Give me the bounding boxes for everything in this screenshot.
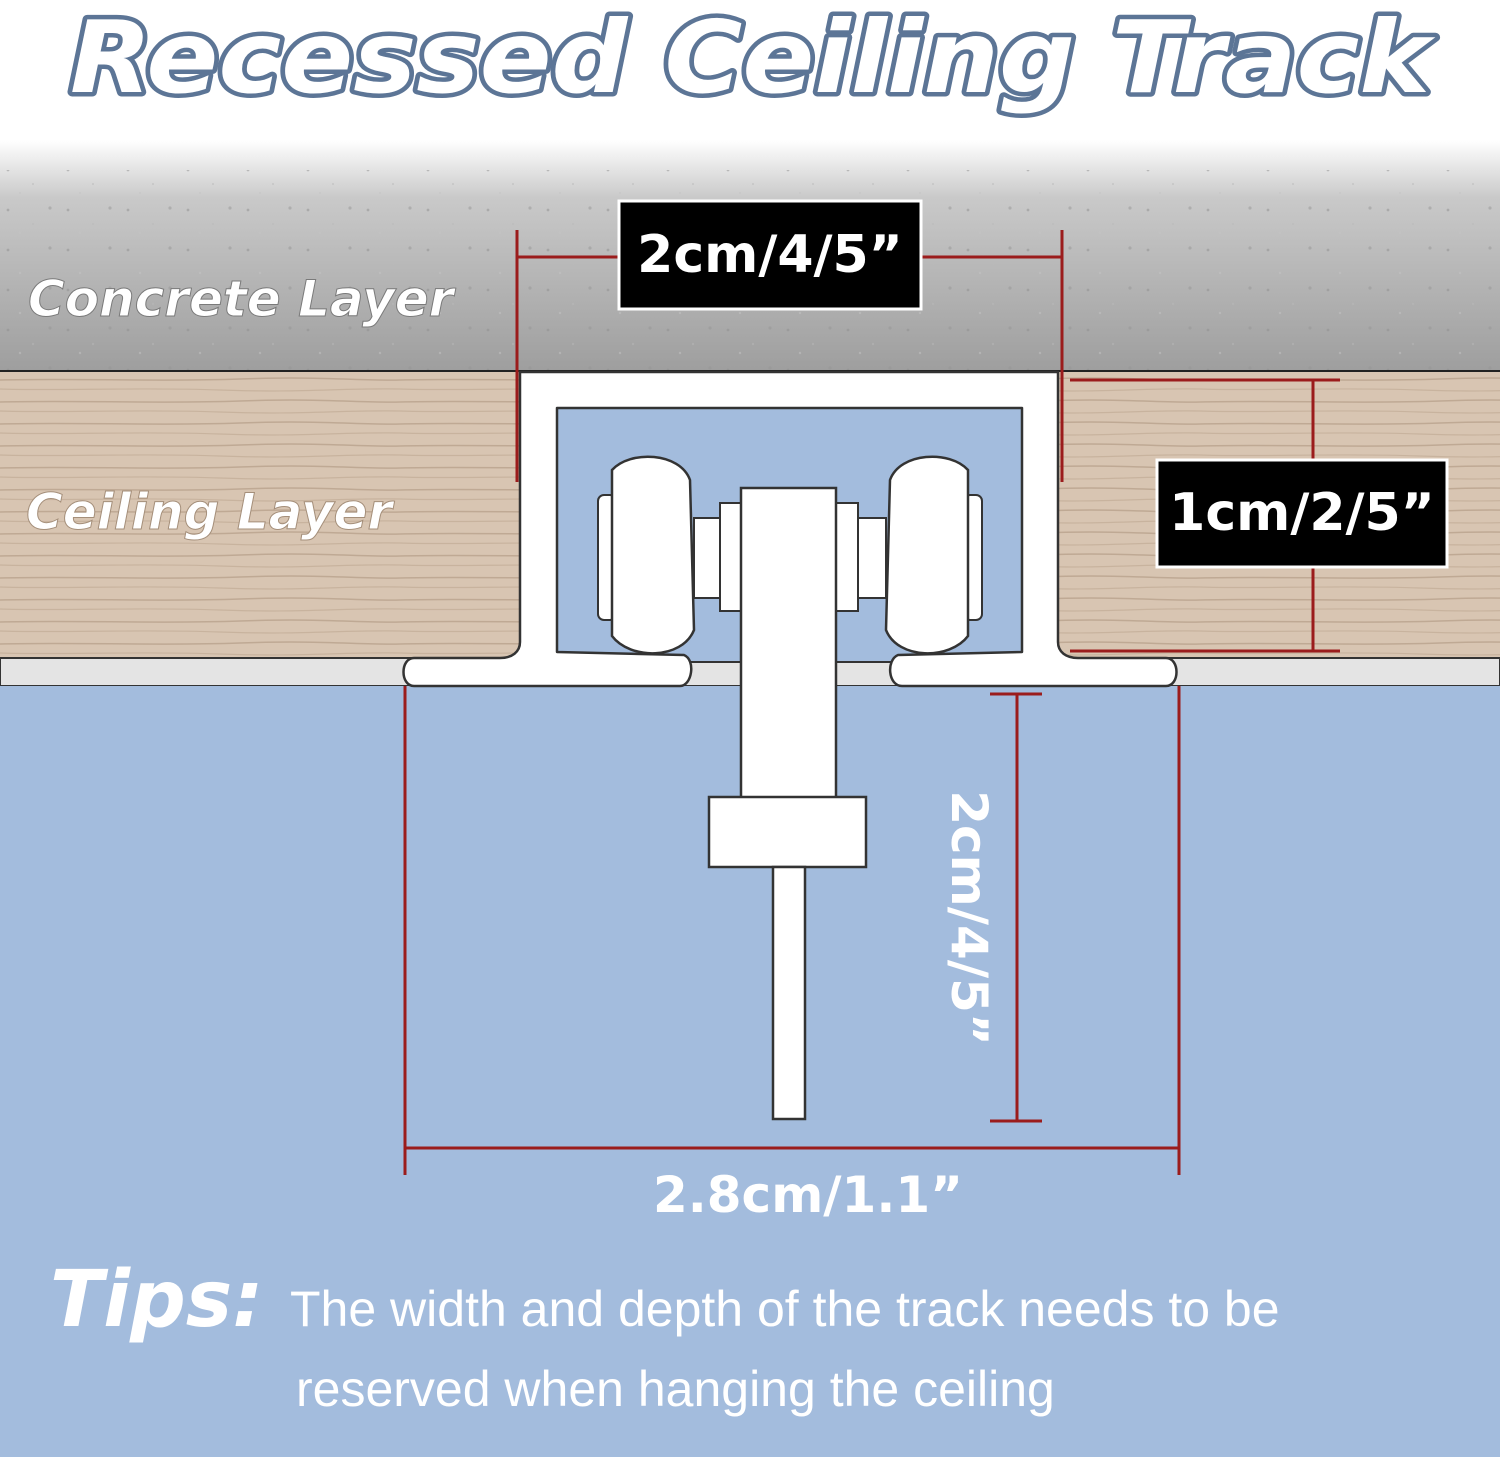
tips-heading: Tips:	[50, 1255, 263, 1345]
top-width-label-box	[617, 199, 923, 311]
header-background	[0, 0, 1500, 140]
bottom-width-label: 2.8cm/1.1”	[653, 1166, 963, 1224]
top-width-label: 2cm/4/5”	[637, 225, 903, 285]
hanger-body	[739, 486, 838, 802]
track-profile	[402, 370, 1178, 688]
page-title: Recessed Ceiling Track	[70, 0, 1436, 116]
left-wheel	[597, 455, 743, 655]
ceiling-layer-label: Ceiling Layer	[26, 483, 395, 541]
tips-line-1: The width and depth of the track needs t…	[290, 1281, 1280, 1337]
hanger-nut	[707, 795, 868, 869]
concrete-layer-label: Concrete Layer	[28, 270, 457, 328]
tips-line-2: reserved when hanging the ceiling	[296, 1361, 1055, 1417]
right-wheel	[835, 455, 983, 655]
bottom-width-dimension	[403, 686, 1181, 1175]
drop-label: 2cm/4/5”	[940, 790, 998, 1046]
drop-dimension	[990, 692, 1042, 1123]
depth-label: 1cm/2/5”	[1169, 483, 1435, 543]
hanger-rod	[771, 865, 807, 1121]
depth-label-box	[1155, 458, 1449, 569]
